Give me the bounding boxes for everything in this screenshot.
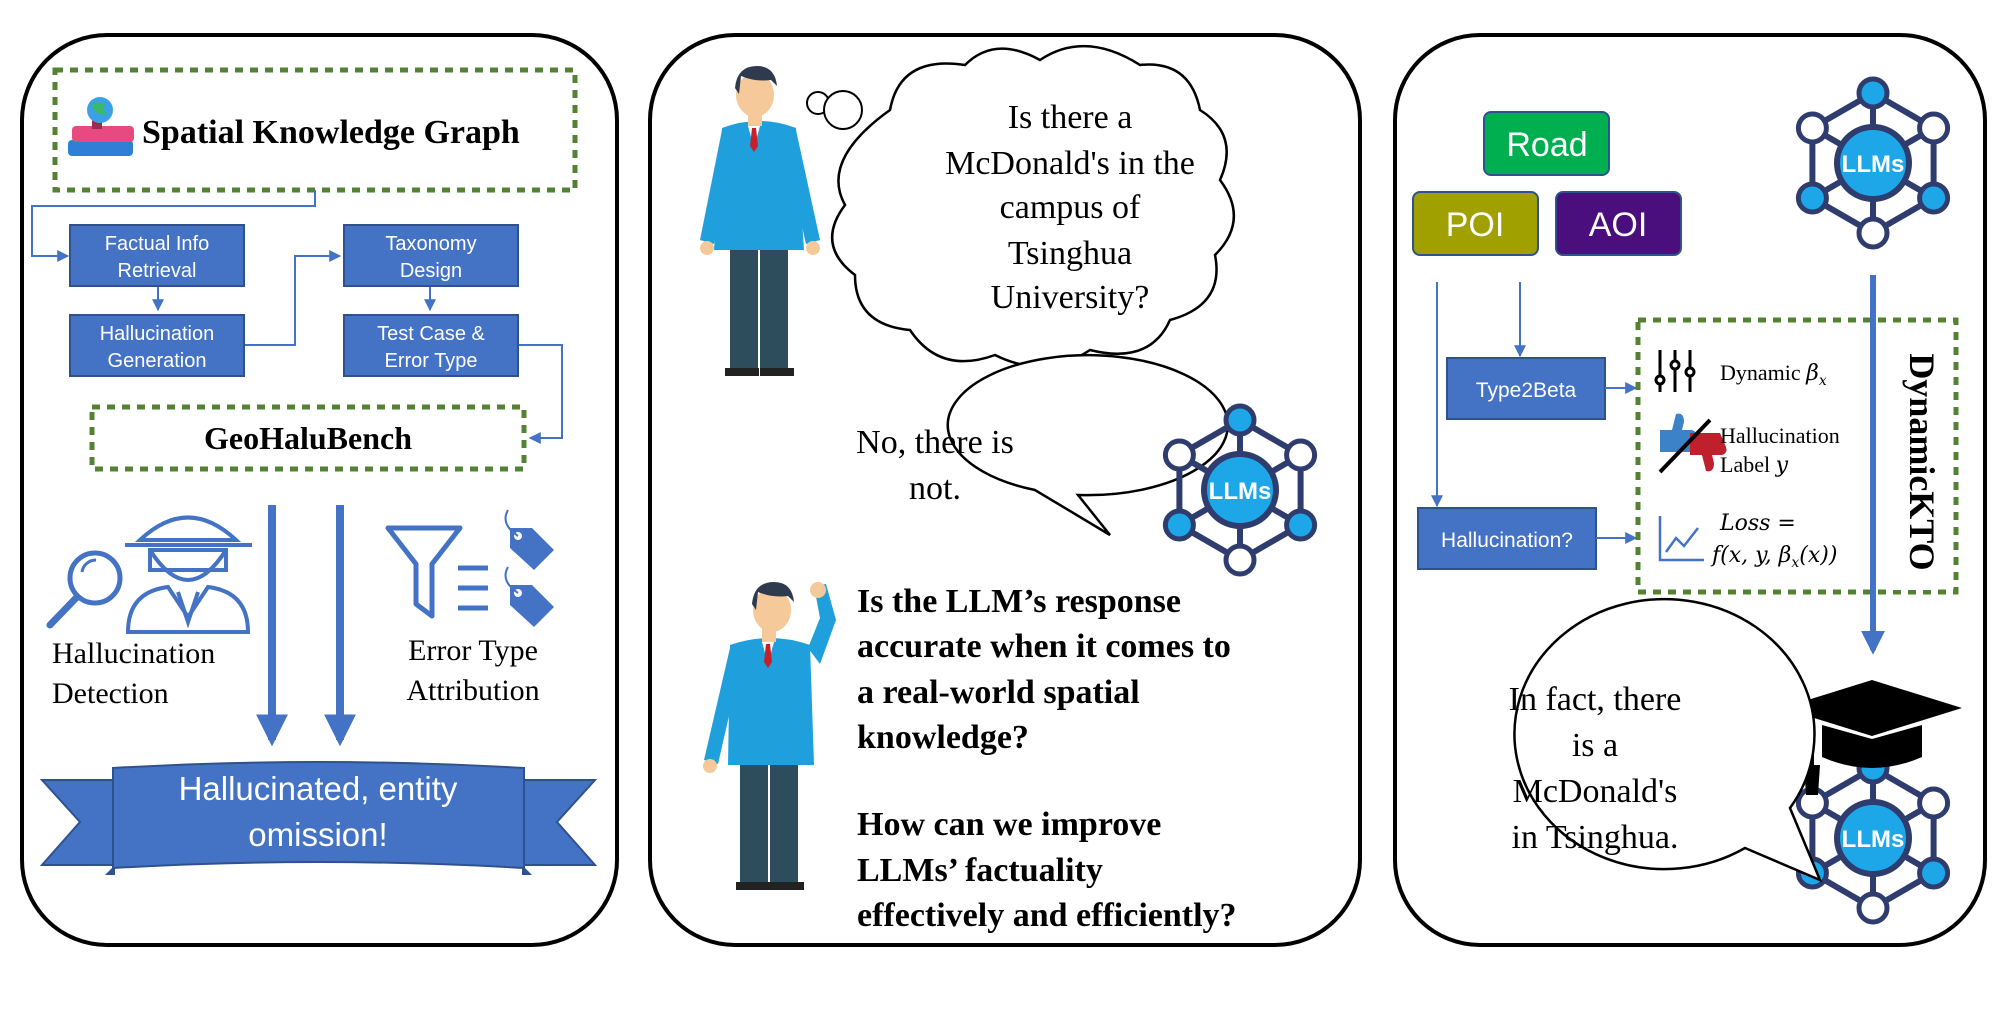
step-hallucination-generation: Hallucination Generation bbox=[69, 314, 245, 377]
dynamic-beta-label: Dynamic βx bbox=[1720, 360, 1827, 389]
svg-text:Hallucinated, entity: Hallucinated, entity bbox=[179, 770, 458, 807]
right-panel: Road POI AOI Type2Beta Hallucination? bbox=[1412, 79, 1962, 922]
left-panel-frame bbox=[20, 33, 619, 947]
loss-line2: f(x, y, βx(x)) bbox=[1710, 543, 1837, 571]
attribution-label-line2: Attribution bbox=[406, 674, 539, 707]
poi-box: POI bbox=[1412, 191, 1539, 256]
reflection-question-1: Is the LLM’s response accurate when it c… bbox=[857, 583, 1231, 756]
hallu-label-line2: Label y bbox=[1720, 452, 1789, 478]
svg-text:AOI: AOI bbox=[1589, 206, 1648, 244]
funnel-filter-icon bbox=[385, 525, 488, 619]
graduation-cap-icon bbox=[1782, 680, 1962, 795]
svg-text:Road: Road bbox=[1506, 126, 1587, 164]
step-factual-retrieval: Factual Info Retrieval bbox=[69, 224, 245, 287]
svg-text:LLMs: LLMs bbox=[1209, 478, 1272, 505]
connector-testcase-to-bench bbox=[518, 344, 563, 444]
svg-text:LLMs: LLMs bbox=[1842, 826, 1905, 853]
globe-book-icon bbox=[68, 97, 134, 156]
svg-text:is a: is a bbox=[1572, 727, 1618, 764]
svg-text:University?: University? bbox=[991, 279, 1150, 316]
svg-text:Test Case &: Test Case & bbox=[377, 323, 485, 345]
svg-text:No, there is: No, there is bbox=[856, 424, 1014, 461]
svg-text:Design: Design bbox=[400, 260, 462, 282]
svg-text:Is there a: Is there a bbox=[1008, 99, 1133, 136]
svg-text:McDonald's in the: McDonald's in the bbox=[945, 145, 1195, 182]
kg-title: Spatial Knowledge Graph bbox=[142, 114, 520, 151]
detection-label-line2: Detection bbox=[52, 677, 169, 710]
type2beta-box: Type2Beta bbox=[1446, 357, 1606, 420]
middle-panel: Is there a McDonald's in the campus of T… bbox=[700, 44, 1315, 934]
svg-text:How can we improve: How can we improve bbox=[857, 806, 1161, 843]
right-panel-frame bbox=[1393, 33, 1987, 947]
svg-text:Is the LLM’s response: Is the LLM’s response bbox=[857, 583, 1181, 620]
road-box: Road bbox=[1483, 111, 1610, 176]
middle-panel-frame bbox=[648, 33, 1362, 947]
left-panel: Spatial Knowledge Graph Factual Info Ret… bbox=[31, 67, 598, 875]
step-taxonomy-design: Taxonomy Design bbox=[343, 224, 519, 287]
svg-text:Hallucination: Hallucination bbox=[100, 323, 215, 345]
hallu-label-line1: Hallucination bbox=[1720, 423, 1840, 448]
dynamickto-dashed-box bbox=[1635, 317, 1959, 595]
loss-line1: Loss = bbox=[1719, 511, 1796, 536]
hallucination-question-box: Hallucination? bbox=[1417, 507, 1597, 570]
bench-dashed-box bbox=[89, 404, 527, 472]
svg-text:omission!: omission! bbox=[248, 816, 387, 853]
svg-text:Tsinghua: Tsinghua bbox=[1008, 235, 1132, 272]
svg-text:LLMs’ factuality: LLMs’ factuality bbox=[857, 852, 1103, 889]
svg-text:campus of: campus of bbox=[1000, 189, 1141, 226]
loss-chart-icon bbox=[1658, 516, 1704, 562]
svg-text:Retrieval: Retrieval bbox=[118, 260, 197, 282]
svg-text:effectively and efficiently?: effectively and efficiently? bbox=[857, 897, 1237, 934]
svg-text:not.: not. bbox=[909, 470, 961, 507]
svg-text:Type2Beta: Type2Beta bbox=[1476, 379, 1577, 402]
bench-title: GeoHaluBench bbox=[204, 420, 412, 456]
svg-text:knowledge?: knowledge? bbox=[857, 719, 1029, 756]
svg-text:LLMs: LLMs bbox=[1842, 151, 1905, 178]
svg-text:Error Type: Error Type bbox=[385, 350, 478, 372]
svg-text:Generation: Generation bbox=[108, 350, 207, 372]
llm-network-icon-bottom: LLMs bbox=[1798, 754, 1947, 922]
reflection-question-2: How can we improve LLMs’ factuality effe… bbox=[857, 806, 1237, 934]
detective-icon bbox=[125, 515, 252, 634]
svg-text:Taxonomy: Taxonomy bbox=[385, 233, 476, 255]
magnifier-icon bbox=[46, 550, 123, 629]
svg-text:in Tsinghua.: in Tsinghua. bbox=[1512, 819, 1679, 856]
llm-answer-speech-bubble: No, there is not. bbox=[856, 353, 1230, 537]
connector-hallu-to-taxonomy bbox=[244, 250, 342, 346]
question-thought-bubble: Is there a McDonald's in the campus of T… bbox=[806, 44, 1235, 368]
step-test-case-error-type: Test Case & Error Type bbox=[343, 314, 519, 377]
svg-text:Hallucination?: Hallucination? bbox=[1441, 529, 1573, 552]
svg-text:McDonald's: McDonald's bbox=[1513, 773, 1678, 810]
llm-network-icon-top: LLMs bbox=[1798, 79, 1947, 247]
llm-network-icon: LLMs bbox=[1165, 406, 1314, 574]
svg-text:POI: POI bbox=[1446, 206, 1505, 244]
sliders-icon bbox=[1654, 350, 1696, 392]
person-asking-figure bbox=[700, 66, 820, 376]
tag-icon-lower bbox=[504, 566, 554, 627]
svg-text:accurate when it comes to: accurate when it comes to bbox=[857, 628, 1231, 665]
result-banner: Hallucinated, entity omission! bbox=[39, 761, 598, 875]
connector-kg-to-factual bbox=[31, 190, 316, 262]
svg-text:Factual Info: Factual Info bbox=[105, 233, 210, 255]
svg-text:a real-world spatial: a real-world spatial bbox=[857, 674, 1140, 711]
tag-icon-upper bbox=[504, 509, 554, 570]
person-thinking-figure bbox=[703, 582, 836, 890]
dynamickto-label: DynamicKTO bbox=[1902, 353, 1942, 570]
aoi-box: AOI bbox=[1555, 191, 1682, 256]
attribution-label-line1: Error Type bbox=[408, 634, 538, 667]
thumbs-up-down-icon bbox=[1658, 413, 1727, 474]
svg-text:In fact, there: In fact, there bbox=[1509, 681, 1682, 718]
corrected-answer-speech-bubble: In fact, there is a McDonald's in Tsingh… bbox=[1509, 597, 1823, 883]
detection-label-line1: Hallucination bbox=[52, 637, 215, 670]
